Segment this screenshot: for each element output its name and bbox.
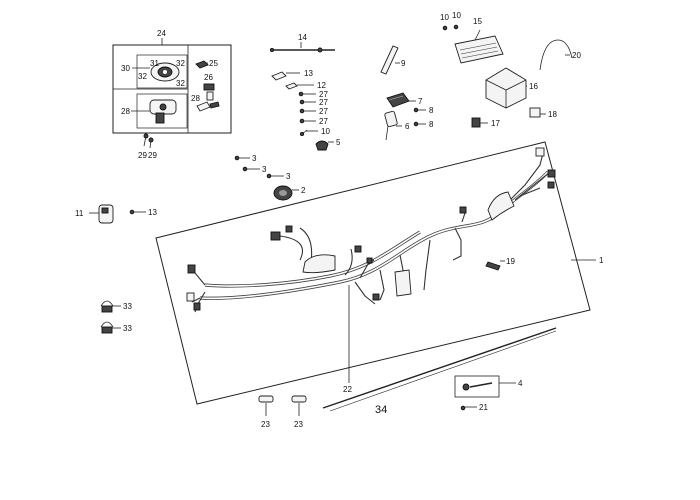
callout-22: 22 bbox=[343, 385, 352, 394]
callout-3b: 3 bbox=[262, 165, 267, 174]
callout-3a: 3 bbox=[252, 154, 257, 163]
callout-27a: 27 bbox=[319, 90, 328, 99]
callout-30: 30 bbox=[121, 64, 130, 73]
part-26-cap bbox=[203, 83, 215, 101]
callout-6: 6 bbox=[405, 122, 410, 131]
callout-7: 7 bbox=[418, 97, 423, 106]
callout-14: 14 bbox=[298, 33, 307, 42]
part-7-regulator bbox=[386, 92, 416, 108]
callout-32c: 32 bbox=[176, 79, 185, 88]
callout-27b: 27 bbox=[319, 98, 328, 107]
part-25-bolt bbox=[195, 60, 209, 69]
ignition-switch-part bbox=[150, 62, 180, 82]
callout-9: 9 bbox=[401, 59, 406, 68]
part-18-relay bbox=[529, 107, 546, 118]
callout-32b: 32 bbox=[176, 59, 185, 68]
callout-10b: 10 bbox=[440, 13, 449, 22]
callout-13b: 13 bbox=[148, 208, 157, 217]
callout-11: 11 bbox=[75, 209, 84, 218]
part-6-cdi bbox=[384, 110, 402, 141]
callout-26: 26 bbox=[204, 73, 213, 82]
callout-8b: 8 bbox=[429, 120, 434, 129]
callout-21: 21 bbox=[479, 403, 488, 412]
part-14-cable bbox=[269, 42, 335, 53]
callout-3c: 3 bbox=[286, 172, 291, 181]
part-11-connector bbox=[89, 204, 114, 224]
callout-23b: 23 bbox=[294, 420, 303, 429]
callout-33b: 33 bbox=[123, 324, 132, 333]
part-13-clip bbox=[271, 71, 300, 81]
callout-25: 25 bbox=[209, 59, 218, 68]
callout-1: 1 bbox=[599, 256, 604, 265]
callout-29b: 29 bbox=[148, 151, 157, 160]
part-23-grommet-a bbox=[258, 395, 274, 416]
part-16-battery bbox=[485, 67, 527, 109]
part-29-screws bbox=[143, 133, 154, 149]
callout-33a: 33 bbox=[123, 302, 132, 311]
callout-10a: 10 bbox=[321, 127, 330, 136]
part-12-clip bbox=[285, 82, 314, 90]
callout-20: 20 bbox=[572, 51, 581, 60]
part-17-switch bbox=[471, 117, 488, 128]
callout-2: 2 bbox=[301, 186, 306, 195]
callout-24: 24 bbox=[157, 29, 166, 38]
seat-lock-part bbox=[149, 99, 177, 124]
part-27-fuses bbox=[298, 91, 316, 124]
part-key bbox=[196, 101, 220, 112]
callout-19: 19 bbox=[506, 257, 515, 266]
part-19-fuse-holder bbox=[485, 260, 505, 271]
part-21-screw bbox=[460, 405, 477, 411]
callout-28b: 28 bbox=[191, 94, 200, 103]
part-33-clamp-b bbox=[100, 321, 121, 334]
part-34-strap bbox=[322, 327, 557, 412]
callout-17: 17 bbox=[491, 119, 500, 128]
part-9-relay bbox=[380, 45, 400, 75]
callout-27c: 27 bbox=[319, 107, 328, 116]
callout-15: 15 bbox=[473, 17, 482, 26]
part-3-screws bbox=[234, 155, 284, 179]
callout-29a: 29 bbox=[138, 151, 147, 160]
part-8-bolts bbox=[413, 107, 426, 127]
part-33-clamp-a bbox=[100, 300, 121, 313]
callout-31: 31 bbox=[150, 59, 159, 68]
callout-5: 5 bbox=[336, 138, 341, 147]
callout-13a: 13 bbox=[304, 69, 313, 78]
callout-18: 18 bbox=[548, 110, 557, 119]
callout-27d: 27 bbox=[319, 117, 328, 126]
part-13-screw bbox=[129, 209, 146, 215]
part-4-cable-set bbox=[454, 375, 516, 398]
part-5-connector bbox=[315, 140, 334, 151]
part-15-battery-box bbox=[454, 29, 504, 64]
part-20-wire bbox=[539, 39, 573, 71]
part-23-grommet-b bbox=[291, 395, 307, 416]
callout-16: 16 bbox=[529, 82, 538, 91]
part-2-horn bbox=[273, 185, 299, 201]
part-1-main-harness bbox=[155, 141, 596, 405]
callout-34: 34 bbox=[375, 404, 387, 416]
callout-12: 12 bbox=[317, 81, 326, 90]
callout-23a: 23 bbox=[261, 420, 270, 429]
callout-8a: 8 bbox=[429, 106, 434, 115]
callout-28: 28 bbox=[121, 107, 130, 116]
part-24-box: 24 30 31 32 32 32 28 28 25 bbox=[112, 29, 232, 134]
callout-10c: 10 bbox=[452, 11, 461, 20]
callout-32a: 32 bbox=[138, 72, 147, 81]
part-10-fuse bbox=[299, 129, 318, 137]
callout-4: 4 bbox=[518, 379, 523, 388]
